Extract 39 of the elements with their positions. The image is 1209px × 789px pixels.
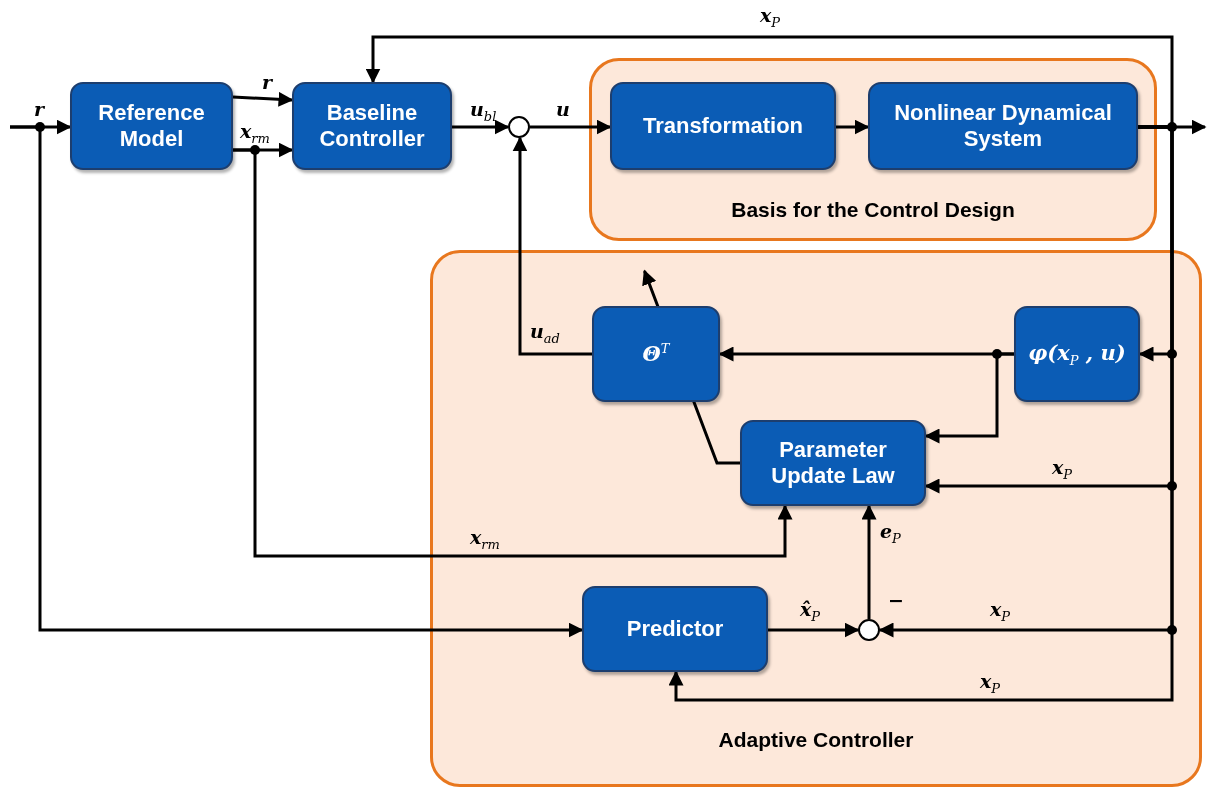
arrow xyxy=(452,119,510,135)
signal-label: x$_{P}$ xyxy=(760,6,781,29)
process-block: Parameter Update Law xyxy=(740,420,926,506)
process-block: Reference Model xyxy=(70,82,233,170)
group-panel xyxy=(430,250,1202,787)
summing-junction xyxy=(858,619,880,641)
panel-title: Adaptive Controller xyxy=(718,728,914,752)
arrow xyxy=(924,352,1014,444)
signal-label: x$_{rm}$ xyxy=(470,528,500,551)
signal-label: x$_{P}$ xyxy=(1052,458,1073,481)
group-panel xyxy=(589,58,1157,241)
signal-label: r xyxy=(34,100,44,119)
signal-label: u xyxy=(556,100,570,119)
arrow xyxy=(768,622,860,638)
signal-label: x$_{P}$ xyxy=(980,672,1001,695)
arrow xyxy=(512,136,592,356)
arrow xyxy=(233,148,793,558)
arrow xyxy=(10,125,584,638)
signal-label: x$_{rm}$ xyxy=(240,122,270,145)
arrow xyxy=(642,269,740,465)
panel-title: Basis for the Control Design xyxy=(731,198,1015,222)
process-block: Θ$^{T}$ xyxy=(592,306,720,402)
signal-label: e$_{P}$ xyxy=(880,522,901,545)
signal-label: r xyxy=(262,73,272,92)
summing-junction xyxy=(508,116,530,138)
signal-label: u$_{bl}$ xyxy=(470,100,497,123)
signal-label: u$_{ad}$ xyxy=(530,322,560,345)
arrow xyxy=(530,119,612,135)
process-block: Baseline Controller xyxy=(292,82,452,170)
arrow xyxy=(232,91,294,107)
process-block: Predictor xyxy=(582,586,768,672)
sign-label: − xyxy=(888,591,904,610)
signal-label: x$_{P}$ xyxy=(990,600,1011,623)
process-block: Transformation xyxy=(610,82,836,170)
process-block: Nonlinear Dynamical System xyxy=(868,82,1138,170)
arrow xyxy=(836,119,870,135)
signal-label: x̂$_{P}$ xyxy=(800,600,821,623)
process-block: φ(x$_{P}$ , u) xyxy=(1014,306,1140,402)
arrow xyxy=(861,504,877,619)
